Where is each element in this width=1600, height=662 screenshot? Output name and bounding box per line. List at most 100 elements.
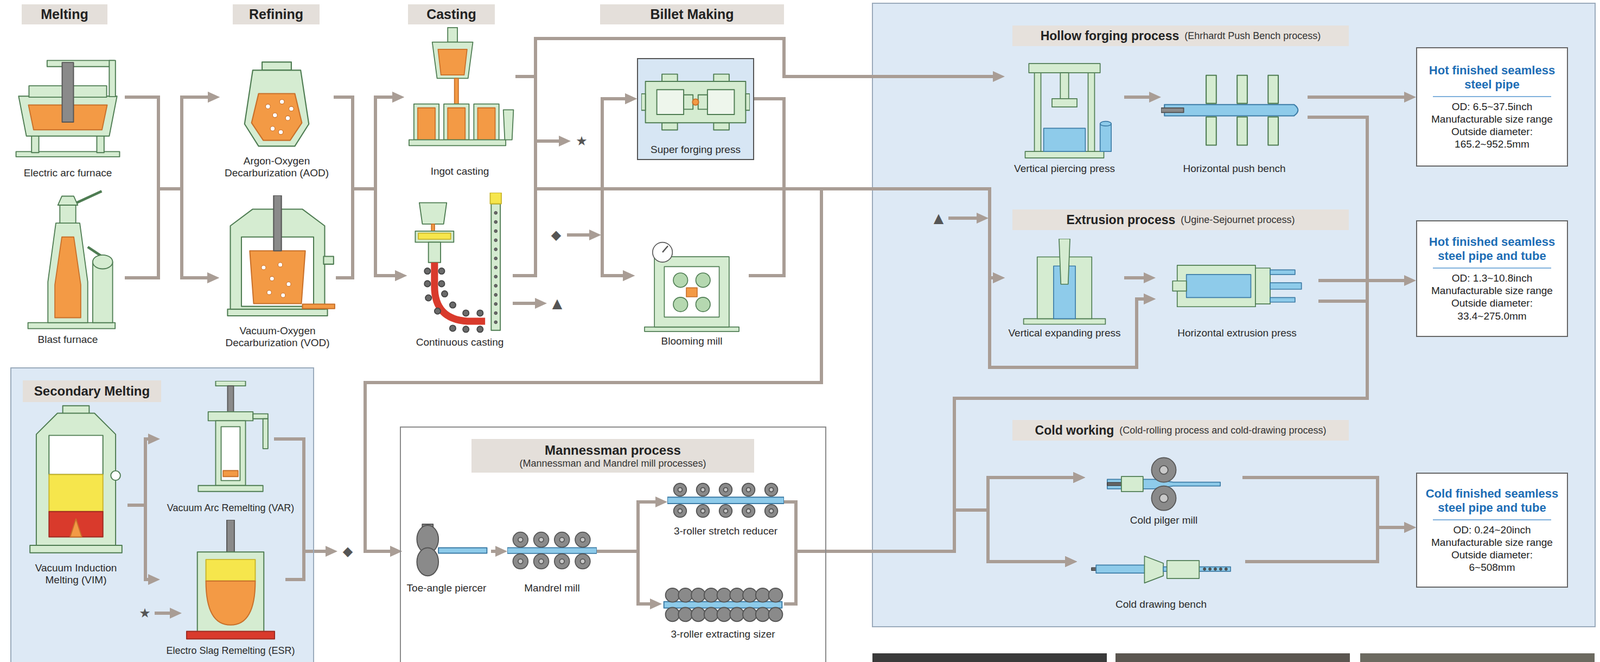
flow-arrow	[1124, 95, 1150, 99]
machine-part	[507, 547, 597, 553]
machine-part	[580, 558, 586, 564]
machine-part	[678, 607, 693, 622]
machine-part	[494, 211, 498, 215]
machine-part	[742, 588, 757, 603]
machine-part	[462, 326, 469, 333]
section-header: Casting	[408, 4, 495, 25]
equipment-illustration	[641, 62, 750, 142]
illustration-group	[186, 519, 275, 639]
illustration-group	[1025, 63, 1112, 158]
machine-part	[707, 89, 735, 115]
machine-part	[48, 511, 103, 538]
product-text: Manufacturable size range	[1431, 536, 1553, 549]
connector-symbol: ★	[138, 606, 151, 620]
equipment-illustration	[160, 519, 302, 643]
symbol-link-line	[303, 549, 326, 553]
panel-title: (Mannessman and Mandrel mill processes)	[519, 457, 706, 470]
symbol-link-line	[566, 233, 590, 237]
machine-part	[263, 418, 269, 449]
machine-part	[286, 282, 291, 287]
machine-part	[1100, 123, 1112, 152]
machine-part	[447, 107, 465, 140]
machine-part	[221, 426, 241, 481]
illustration-group	[1023, 238, 1106, 324]
equipment-illustration	[634, 238, 749, 334]
photo-strip	[872, 653, 1107, 662]
machine-part	[109, 60, 116, 97]
equipment-figure: Electric arc furnace	[10, 53, 125, 180]
equipment-figure: Horizontal push bench	[1161, 59, 1308, 175]
equipment-figure: Ingot casting	[404, 27, 516, 178]
machine-part	[769, 487, 774, 493]
illustration-group	[664, 588, 783, 622]
machine-part	[1206, 75, 1217, 104]
machine-part	[652, 242, 673, 263]
machine-part	[424, 280, 431, 287]
machine-part	[278, 262, 283, 267]
machine-part	[494, 275, 498, 279]
machine-part	[1060, 72, 1069, 100]
machine-part	[695, 297, 711, 312]
equipment-figure: 3-roller extracting sizer	[661, 583, 784, 641]
machine-part	[262, 61, 292, 70]
machine-part	[226, 519, 235, 553]
machine-part	[575, 553, 591, 570]
machine-part	[673, 483, 687, 496]
machine-part	[1255, 268, 1271, 304]
equipment-label: Argon-Oxygen Decarburization (AOD)	[219, 153, 334, 180]
machine-part	[454, 78, 459, 105]
flow-arrow	[512, 98, 626, 276]
symbol-link-line	[948, 216, 977, 220]
illustration-group	[1161, 75, 1298, 146]
machine-part	[717, 607, 732, 622]
flow-arrow	[512, 188, 623, 276]
machine-part	[273, 195, 282, 251]
process-heading: Extrusion process(Ugine-Sejournet proces…	[1012, 209, 1349, 231]
equipment-label: Vertical expanding press	[1008, 324, 1121, 340]
machine-part	[746, 487, 751, 493]
machine-part	[413, 104, 439, 140]
process-title: Cold working	[1035, 423, 1115, 438]
machine-part	[657, 89, 685, 115]
illustration-group	[644, 242, 739, 332]
machine-part	[746, 508, 751, 514]
machine-part	[518, 537, 524, 543]
illustration-group	[667, 483, 784, 518]
machine-part	[449, 324, 456, 331]
machine-part	[110, 470, 121, 481]
machine-part	[206, 559, 256, 582]
machine-part	[686, 287, 698, 297]
machine-part	[206, 581, 256, 626]
machine-part	[222, 470, 239, 477]
machine-part	[419, 202, 447, 225]
machine-part	[285, 115, 291, 121]
product-text: Hot finished seamless steel pipe	[1422, 63, 1562, 92]
machine-part	[251, 93, 303, 140]
flow-arrow	[124, 97, 208, 278]
equipment-figure: Vacuum Arc Remelting (VAR)	[160, 380, 302, 514]
equipment-label: Blast furnace	[37, 331, 99, 346]
machine-part	[266, 290, 272, 295]
flow-arrow	[783, 477, 1074, 604]
machine-part	[227, 309, 328, 316]
process-region	[872, 3, 1596, 627]
illustration-group	[409, 27, 514, 146]
machine-part	[729, 607, 744, 622]
machine-part	[678, 508, 683, 514]
equipment-label: Cold drawing bench	[1115, 596, 1207, 611]
product-box: Hot finished seamless steel pipeOD: 6.5~…	[1416, 47, 1568, 167]
equipment-label: Horizontal push bench	[1182, 160, 1286, 175]
connector-symbol: ◆	[342, 544, 353, 558]
panel-title: Mannessman process	[544, 442, 681, 458]
machine-part	[494, 220, 498, 224]
section-title: Casting	[426, 6, 477, 23]
machine-part	[719, 483, 732, 496]
equipment-illustration	[1076, 542, 1246, 597]
product-text: Outside diameter:	[1451, 125, 1533, 138]
equipment-illustration	[219, 59, 334, 154]
machine-part	[1161, 107, 1184, 113]
illustration-group	[227, 195, 335, 316]
flow-arrow	[491, 549, 496, 553]
equipment-label: Vertical piercing press	[1014, 160, 1115, 175]
machine-part	[654, 256, 730, 327]
